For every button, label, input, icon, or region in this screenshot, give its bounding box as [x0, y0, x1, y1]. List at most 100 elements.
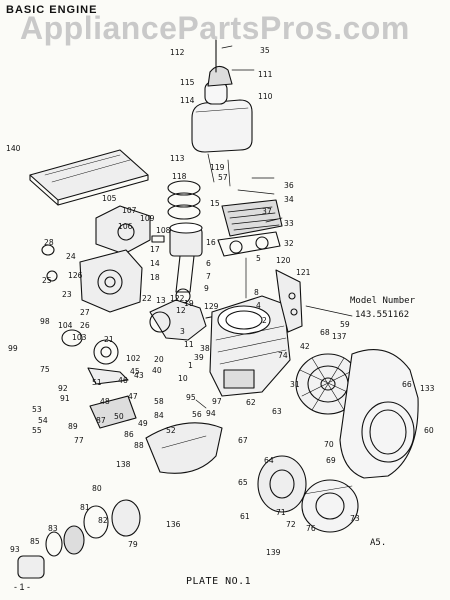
- part-number-55: 55: [32, 426, 42, 435]
- model-number-value: 143.551162: [355, 310, 410, 320]
- part-number-139: 139: [266, 548, 281, 557]
- part-number-38: 38: [200, 344, 210, 353]
- part-number-2: 2: [262, 316, 267, 325]
- part-number-136: 136: [166, 520, 181, 529]
- part-number-17: 17: [150, 245, 160, 254]
- part-number-21: 21: [104, 335, 114, 344]
- leader-lines: [195, 45, 353, 409]
- part-number-25: 25: [42, 276, 52, 285]
- cylinder-baffle: [145, 422, 223, 474]
- part-number-51: 51: [92, 378, 102, 387]
- governor-linkage: [61, 329, 137, 429]
- part-number-107: 107: [122, 206, 137, 215]
- part-number-137: 137: [332, 332, 347, 341]
- crankcase-cover: [41, 244, 143, 313]
- part-number-54: 54: [38, 416, 48, 425]
- crankshaft: [149, 299, 227, 341]
- part-number-62: 62: [246, 398, 256, 407]
- part-number-27: 27: [80, 308, 90, 317]
- part-number-81: 81: [80, 503, 90, 512]
- part-number-115: 115: [180, 78, 195, 87]
- part-number-94: 94: [206, 409, 216, 418]
- part-number-46: 46: [118, 376, 128, 385]
- part-number-91: 91: [60, 394, 70, 403]
- part-number-45: 45: [130, 367, 140, 376]
- part-number-92: 92: [58, 384, 68, 393]
- part-number-75: 75: [40, 365, 50, 374]
- part-number-87: 87: [96, 416, 106, 425]
- part-number-112: 112: [170, 48, 185, 57]
- part-number-61: 61: [240, 512, 250, 521]
- part-number-37: 37: [262, 207, 272, 216]
- part-number-67: 67: [238, 436, 248, 445]
- part-number-93: 93: [10, 545, 20, 554]
- part-number-103: 103: [72, 333, 87, 342]
- part-number-105: 105: [102, 194, 117, 203]
- part-number-1: 1: [188, 361, 193, 370]
- part-number-70: 70: [324, 440, 334, 449]
- part-number-26: 26: [80, 321, 90, 330]
- part-number-10: 10: [178, 374, 188, 383]
- part-number-138: 138: [116, 460, 131, 469]
- cylinder-block: [209, 295, 291, 397]
- part-number-60: 60: [424, 426, 434, 435]
- plate-label: PLATE NO.1: [186, 576, 252, 587]
- muffler-bracket: [275, 269, 303, 333]
- part-number-24: 24: [66, 252, 76, 261]
- part-number-40: 40: [152, 366, 162, 375]
- part-number-65: 65: [238, 478, 248, 487]
- part-number-52: 52: [166, 426, 176, 435]
- flywheel: [295, 353, 361, 415]
- part-number-104: 104: [58, 321, 73, 330]
- part-number-48: 48: [100, 397, 110, 406]
- part-number-42: 42: [300, 342, 310, 351]
- part-number-140: 140: [6, 144, 21, 153]
- diagram-code: A5.: [370, 538, 387, 548]
- piston-rings: [167, 180, 201, 220]
- part-number-85: 85: [30, 537, 40, 546]
- cylinder-head: [217, 199, 283, 257]
- part-number-11: 11: [184, 340, 194, 349]
- part-number-118: 118: [172, 172, 187, 181]
- part-number-120: 120: [276, 256, 291, 265]
- part-number-113: 113: [170, 154, 185, 163]
- air-filter-element: [29, 149, 149, 206]
- part-number-31: 31: [290, 380, 300, 389]
- part-number-76: 76: [306, 524, 316, 533]
- part-number-16: 16: [206, 238, 216, 247]
- part-number-35: 35: [260, 46, 270, 55]
- part-number-69: 69: [326, 456, 336, 465]
- part-number-114: 114: [180, 96, 195, 105]
- part-number-119: 119: [210, 163, 225, 172]
- piston-assembly: [151, 222, 203, 304]
- part-number-43: 43: [134, 371, 144, 380]
- part-number-50: 50: [114, 412, 124, 421]
- part-number-109: 109: [140, 214, 155, 223]
- part-number-18: 18: [150, 273, 160, 282]
- part-number-3: 3: [180, 327, 185, 336]
- part-number-28: 28: [44, 238, 54, 247]
- part-number-22: 22: [142, 294, 152, 303]
- part-number-8: 8: [254, 288, 259, 297]
- part-number-4: 4: [256, 301, 261, 310]
- air-cleaner-housing: [191, 39, 253, 153]
- seal-bearing-stack: [17, 499, 141, 579]
- part-number-58: 58: [154, 397, 164, 406]
- part-number-95: 95: [186, 393, 196, 402]
- part-number-77: 77: [74, 436, 84, 445]
- part-number-84: 84: [154, 411, 164, 420]
- part-number-64: 64: [264, 456, 274, 465]
- part-number-49: 49: [138, 419, 148, 428]
- part-number-98: 98: [40, 317, 50, 326]
- part-number-102: 102: [126, 354, 141, 363]
- part-number-56: 56: [192, 410, 202, 419]
- section-title: BASIC ENGINE: [6, 4, 98, 16]
- part-number-6: 6: [206, 259, 211, 268]
- part-number-97: 97: [212, 397, 222, 406]
- watermark: AppliancePartsPros.com: [20, 10, 410, 46]
- part-number-106: 106: [118, 222, 133, 231]
- model-number-label: Model Number: [350, 296, 416, 306]
- part-number-34: 34: [284, 195, 294, 204]
- part-number-99: 99: [8, 344, 18, 353]
- part-number-39: 39: [194, 353, 204, 362]
